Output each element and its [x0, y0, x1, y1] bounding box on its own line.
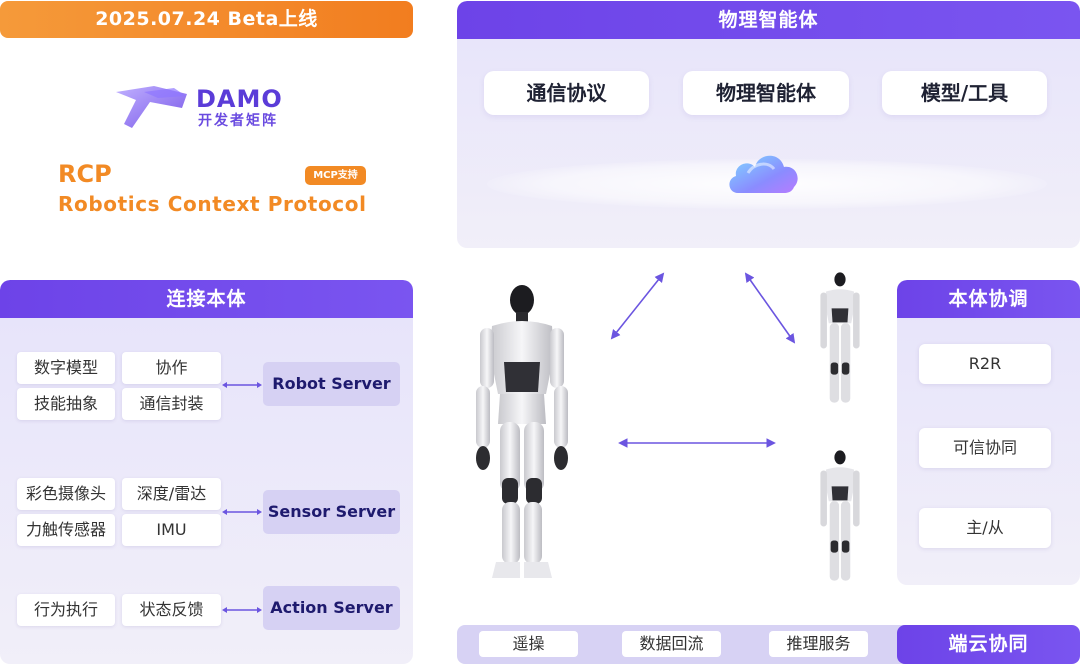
humanoid-robot-icon	[820, 272, 860, 403]
arrow-to-cloud-left	[610, 272, 665, 340]
chip-imu: IMU	[122, 514, 221, 546]
coordination-panel: 本体协调 R2R 可信协同 主/从	[897, 280, 1080, 585]
chip-depth-lidar: 深度/雷达	[122, 478, 221, 510]
chip-state-feedback: 状态反馈	[122, 594, 221, 626]
double-arrow-icon	[222, 607, 262, 613]
rcp-title: RCP	[58, 160, 112, 188]
double-arrow-icon	[222, 509, 262, 515]
pill-model-tools: 模型/工具	[882, 71, 1047, 115]
pill-physical-agent: 物理智能体	[683, 71, 849, 115]
coordination-panel-title: 本体协调	[897, 280, 1080, 318]
robot-server: Robot Server	[263, 362, 400, 406]
coord-r2r: R2R	[919, 344, 1051, 384]
chip-force-sensor: 力触传感器	[17, 514, 115, 546]
chip-digital-model: 数字模型	[17, 352, 115, 384]
bar-data-return: 数据回流	[622, 631, 721, 657]
connect-body-panel: 连接本体 数字模型 协作 技能抽象 通信封装 Robot Server 彩色摄像…	[0, 280, 413, 664]
bar-teleop: 遥操	[479, 631, 578, 657]
damo-logo-icon	[116, 86, 187, 128]
coord-trusted-collab: 可信协同	[919, 428, 1051, 468]
bar-inference: 推理服务	[769, 631, 868, 657]
chip-collaboration: 协作	[122, 352, 221, 384]
physical-agent-panel-title: 物理智能体	[457, 1, 1080, 39]
release-banner: 2025.07.24 Beta上线	[0, 1, 413, 38]
physical-agent-panel: 物理智能体 通信协议 物理智能体 模型/工具	[457, 1, 1080, 248]
humanoid-robot-icon	[476, 285, 568, 578]
action-server: Action Server	[263, 586, 400, 630]
chip-skill-abstraction: 技能抽象	[17, 388, 115, 420]
pill-protocol: 通信协议	[484, 71, 649, 115]
chip-color-camera: 彩色摄像头	[17, 478, 115, 510]
connect-body-panel-title: 连接本体	[0, 280, 413, 318]
cloud-icon	[729, 155, 798, 193]
sensor-server: Sensor Server	[263, 490, 400, 534]
humanoid-robot-icon	[820, 450, 860, 581]
mcp-support-badge: MCP支持	[305, 166, 366, 185]
edge-cloud-title: 端云协同	[897, 625, 1080, 664]
double-arrow-icon	[222, 382, 262, 388]
chip-comm-encapsulation: 通信封装	[122, 388, 221, 420]
coord-master-slave: 主/从	[919, 508, 1051, 548]
edge-cloud-bar: 遥操 数据回流 推理服务 端云协同	[457, 625, 1080, 664]
arrow-to-cloud-right	[744, 272, 796, 344]
brand-subtitle: 开发者矩阵	[198, 113, 278, 129]
connection-arrows	[610, 272, 796, 448]
rcp-subtitle: Robotics Context Protocol	[58, 192, 367, 216]
brand-wordmark: DAMO	[196, 85, 283, 113]
chip-behavior-execution: 行为执行	[17, 594, 115, 626]
